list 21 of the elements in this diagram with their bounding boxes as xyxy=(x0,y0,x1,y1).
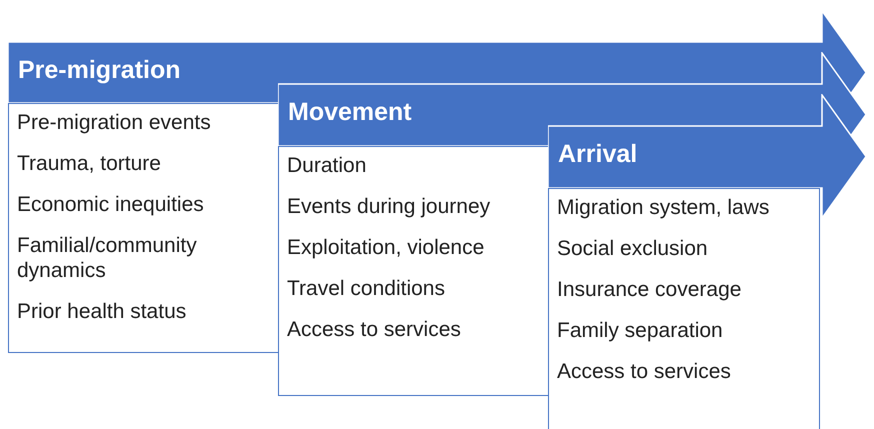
list-item: Access to services xyxy=(557,359,731,384)
list-item: Family separation xyxy=(557,318,723,343)
stage-heading: Movement xyxy=(288,98,412,127)
list-item: Insurance coverage xyxy=(557,277,742,302)
list-item: Migration system, laws xyxy=(557,195,770,220)
list-item: Prior health status xyxy=(17,299,186,324)
stage-heading: Pre-migration xyxy=(18,56,181,85)
list-item: Events during journey xyxy=(287,194,490,219)
stage-heading: Arrival xyxy=(558,140,638,169)
list-item: Trauma, torture xyxy=(17,151,161,176)
list-item: Economic inequities xyxy=(17,192,204,217)
list-item: Exploitation, violence xyxy=(287,235,484,260)
list-item: Travel conditions xyxy=(287,276,445,301)
list-item: Pre-migration events xyxy=(17,110,211,135)
list-box xyxy=(8,103,280,353)
list-item: Familial/community dynamics xyxy=(17,233,198,283)
list-item: Social exclusion xyxy=(557,236,708,261)
list-box xyxy=(278,146,550,396)
list-item: Access to services xyxy=(287,317,461,342)
list-box xyxy=(548,188,820,429)
list-item: Duration xyxy=(287,153,366,178)
